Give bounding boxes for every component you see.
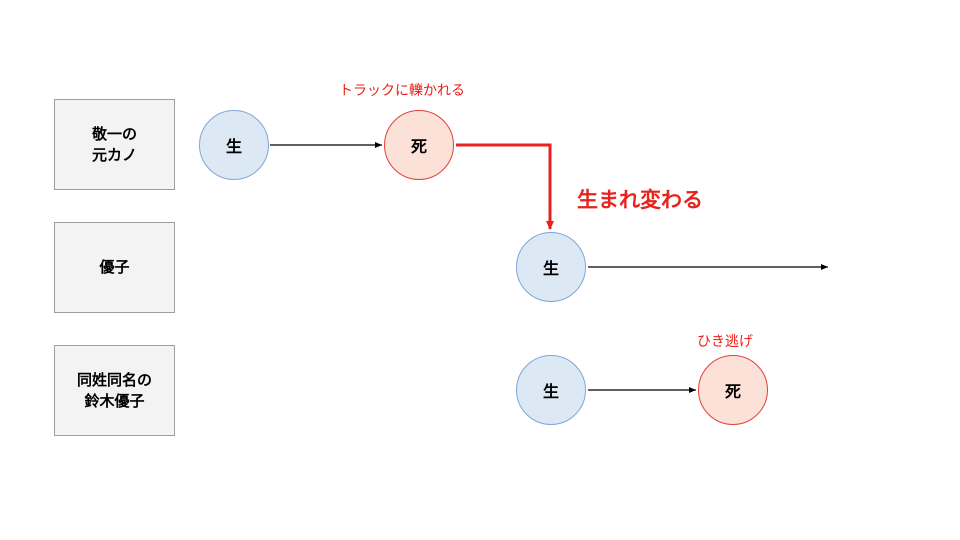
row-label-yuko: 優子 xyxy=(54,222,175,313)
row-label-suzuki-yuko: 同姓同名の 鈴木優子 xyxy=(54,345,175,436)
arrow-reborn xyxy=(456,143,554,230)
life-node-row1: 生 xyxy=(199,110,269,180)
life-node-row2: 生 xyxy=(516,232,586,302)
annotation-reborn: 生まれ変わる xyxy=(577,188,703,212)
annotation-truck: トラックに轢かれる xyxy=(339,83,465,99)
life-node-row3: 生 xyxy=(516,355,586,425)
row-label-keiichi-ex: 敬一の 元カノ xyxy=(54,99,175,190)
annotation-hit-and-run: ひき逃げ xyxy=(697,334,753,350)
death-node-row1: 死 xyxy=(384,110,454,180)
death-node-row3: 死 xyxy=(698,355,768,425)
